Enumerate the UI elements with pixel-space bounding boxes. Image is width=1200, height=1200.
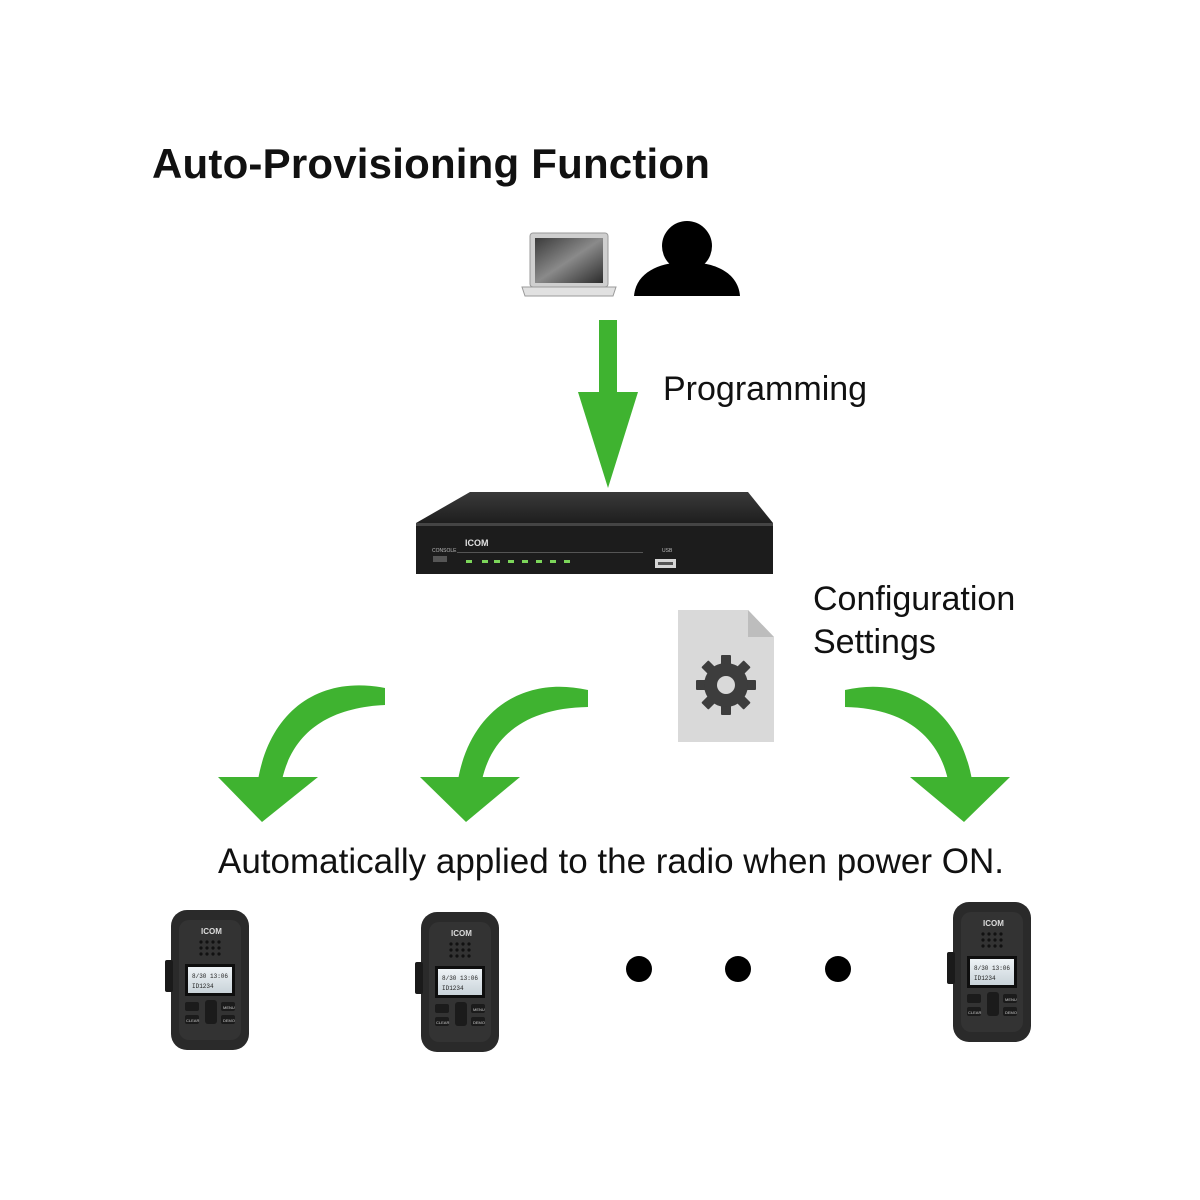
router-brand-logo: ICOM <box>465 538 489 548</box>
router-device: CONSOLE ICOM USB <box>416 492 773 574</box>
curved-arrow-3 <box>845 686 1010 822</box>
config-label-line-1: Configuration <box>813 580 1016 618</box>
person-icon <box>634 221 740 296</box>
radio-button-clear: CLEAR <box>186 1018 199 1023</box>
radio-device-3 <box>947 902 1031 1042</box>
radio-display-time: 8/30 13:06 <box>192 973 228 980</box>
laptop-icon <box>521 232 617 297</box>
programming-label: Programming <box>663 370 868 408</box>
ellipsis-dots <box>626 956 851 982</box>
radio-button-demo: DEMO <box>223 1018 235 1023</box>
curved-arrow-1 <box>218 685 385 822</box>
radio-button-menu: MENU <box>223 1005 235 1010</box>
config-label-line-2: Settings <box>813 623 936 661</box>
curved-arrow-2 <box>420 686 588 822</box>
radio-device-2 <box>415 912 499 1052</box>
programming-arrow <box>578 320 638 488</box>
radio-device: ICOM 8/30 13:06 ID1234 MENU CLEAR DEMO <box>165 910 249 1050</box>
router-port-console: CONSOLE <box>432 548 457 554</box>
applied-label: Automatically applied to the radio when … <box>218 842 1004 881</box>
gear-icon <box>696 655 756 715</box>
router-port-usb: USB <box>662 548 673 554</box>
diagram-title: Auto-Provisioning Function <box>152 140 711 187</box>
radio-brand-logo: ICOM <box>201 927 222 936</box>
radio-display-id: ID1234 <box>192 983 214 990</box>
settings-file-icon <box>678 610 774 742</box>
configuration-settings-label: Configuration Settings <box>813 578 1015 664</box>
router-status-leds <box>466 560 570 563</box>
